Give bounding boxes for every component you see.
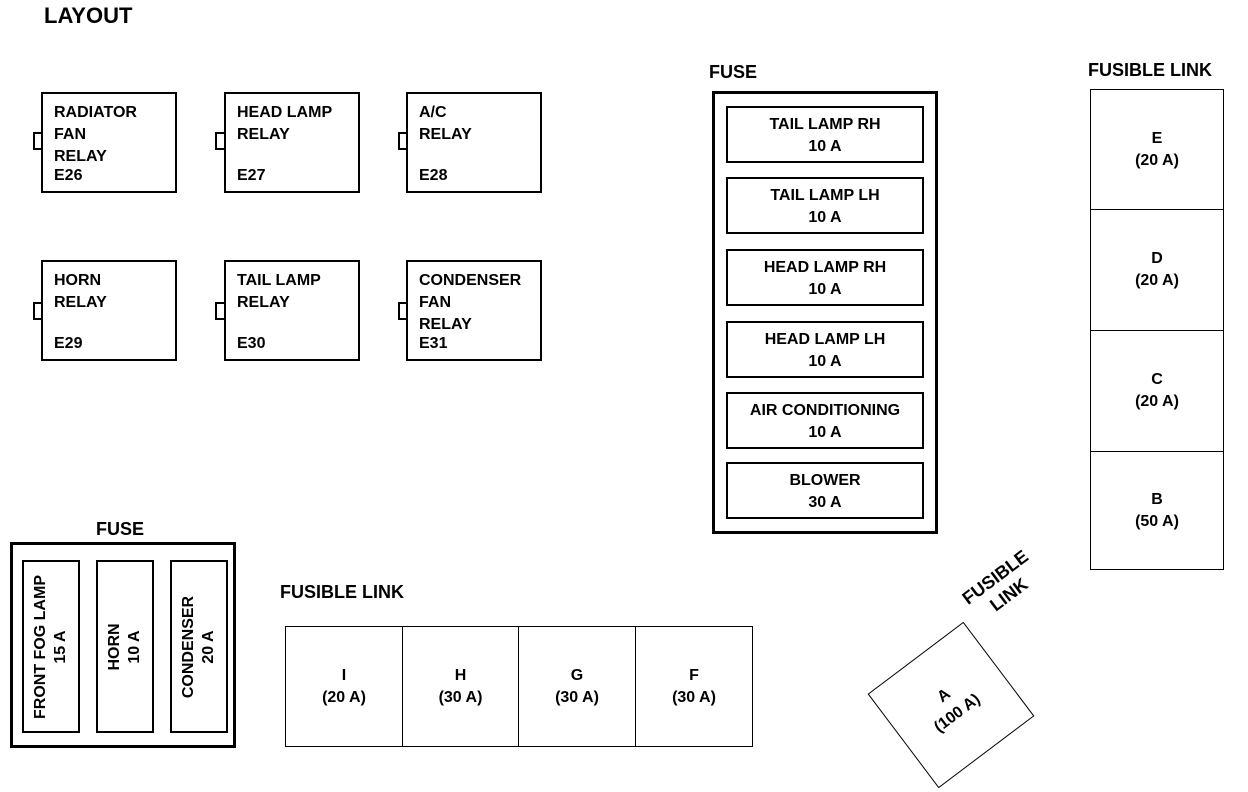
fuse-panel-label: FUSE bbox=[709, 62, 758, 82]
fusible-link-b: B (50 A) bbox=[1090, 451, 1224, 570]
link-rating: (30 A) bbox=[555, 688, 599, 706]
fuse-rating: 10 A bbox=[808, 138, 842, 155]
fuse-name: HEAD LAMP RH bbox=[763, 259, 887, 276]
fuse-tail-lamp-rh: TAIL LAMP RH 10 A bbox=[726, 106, 924, 163]
fuse-panel bbox=[712, 91, 938, 534]
link-rating: (20 A) bbox=[1135, 151, 1179, 169]
link-id: F bbox=[689, 666, 699, 684]
fuse-name: BLOWER bbox=[789, 472, 861, 489]
fuse-name: TAIL LAMP RH bbox=[769, 116, 881, 133]
relay-e26: RADIATOR FAN RELAY E26 bbox=[41, 92, 177, 193]
fusible-link-f: F (30 A) bbox=[635, 626, 753, 747]
link-rating: (20 A) bbox=[322, 688, 366, 706]
relay-code: E31 bbox=[419, 335, 448, 352]
relay-e30: TAIL LAMP RELAY E30 bbox=[224, 260, 360, 361]
fuse-air-conditioning: AIR CONDITIONING 10 A bbox=[726, 392, 924, 449]
relay-connector-tab bbox=[33, 302, 42, 320]
fusible-link-bottom-label: FUSIBLE LINK bbox=[280, 582, 404, 602]
fuse-rating: 10 A bbox=[808, 424, 842, 441]
fuse-name: FRONT FOG LAMP bbox=[32, 574, 49, 719]
link-rating: (30 A) bbox=[672, 688, 716, 706]
relay-name: HEAD LAMP RELAY bbox=[237, 104, 333, 143]
link-id: H bbox=[454, 666, 467, 684]
relay-e29: HORN RELAY E29 bbox=[41, 260, 177, 361]
fusible-link-d: D (20 A) bbox=[1090, 209, 1224, 331]
relay-name: TAIL LAMP RELAY bbox=[237, 272, 321, 311]
fuse-rating: 10 A bbox=[808, 281, 842, 298]
relay-code: E27 bbox=[237, 167, 266, 184]
fuse-name: CONDENSER bbox=[180, 595, 197, 698]
fuse-front-fog-lamp: FRONT FOG LAMP 15 A bbox=[22, 560, 80, 733]
link-id: E bbox=[1151, 129, 1163, 147]
link-rating: (20 A) bbox=[1135, 272, 1179, 289]
relay-connector-tab bbox=[398, 132, 407, 150]
relay-code: E26 bbox=[54, 167, 83, 184]
fuse-rating: 30 A bbox=[808, 494, 842, 511]
fusible-link-g: G (30 A) bbox=[518, 626, 636, 747]
fuse-name: HEAD LAMP LH bbox=[764, 331, 886, 348]
fuse-name: TAIL LAMP LH bbox=[770, 187, 880, 204]
relay-connector-tab bbox=[398, 302, 407, 320]
fuse-head-lamp-lh: HEAD LAMP LH 10 A bbox=[726, 321, 924, 378]
fusible-link-c: C (20 A) bbox=[1090, 330, 1224, 452]
fuse-name: HORN bbox=[106, 622, 123, 671]
relay-name: HORN RELAY bbox=[54, 272, 107, 311]
fuse-condenser: CONDENSER 20 A bbox=[170, 560, 228, 733]
fuse-rating: 20 A bbox=[200, 629, 217, 664]
fusible-link-a: A (100 A) bbox=[867, 621, 1035, 789]
link-rating: (50 A) bbox=[1135, 512, 1179, 530]
link-id: C bbox=[1151, 371, 1163, 388]
fuse-rating: 15 A bbox=[52, 629, 69, 664]
fusible-link-main-label: FUSIBLE LINK bbox=[958, 545, 1046, 626]
relay-connector-tab bbox=[215, 302, 224, 320]
fuse-tail-lamp-lh: TAIL LAMP LH 10 A bbox=[726, 177, 924, 234]
relay-name: CONDENSER FAN RELAY bbox=[419, 272, 522, 333]
relay-e28: A/C RELAY E28 bbox=[406, 92, 542, 193]
relay-connector-tab bbox=[215, 132, 224, 150]
link-id: G bbox=[570, 666, 584, 684]
fusible-link-right-label: FUSIBLE LINK bbox=[1088, 60, 1212, 80]
relay-code: E30 bbox=[237, 335, 266, 352]
fuse-head-lamp-rh: HEAD LAMP RH 10 A bbox=[726, 249, 924, 306]
link-id: B bbox=[1151, 490, 1163, 508]
relay-code: E29 bbox=[54, 335, 83, 352]
link-id: I bbox=[341, 666, 347, 684]
fuse-small-label: FUSE bbox=[96, 519, 145, 539]
relay-e27: HEAD LAMP RELAY E27 bbox=[224, 92, 360, 193]
link-id: D bbox=[1151, 250, 1163, 267]
fuse-rating: 10 A bbox=[808, 353, 842, 370]
fuse-rating: 10 A bbox=[808, 209, 842, 226]
relay-name: RADIATOR FAN RELAY bbox=[54, 104, 137, 165]
link-rating: (20 A) bbox=[1135, 393, 1179, 410]
fusible-link-h: H (30 A) bbox=[402, 626, 519, 747]
fusible-link-e: E (20 A) bbox=[1090, 89, 1224, 210]
relay-name: A/C RELAY bbox=[419, 104, 472, 143]
relay-connector-tab bbox=[33, 132, 42, 150]
page-title: LAYOUT bbox=[44, 3, 133, 28]
fusible-link-i: I (20 A) bbox=[285, 626, 403, 747]
fuse-rating: 10 A bbox=[126, 629, 143, 664]
fuse-name: AIR CONDITIONING bbox=[749, 402, 901, 419]
relay-code: E28 bbox=[419, 167, 448, 184]
fuse-horn: HORN 10 A bbox=[96, 560, 154, 733]
link-rating: (30 A) bbox=[438, 688, 483, 706]
fuse-blower: BLOWER 30 A bbox=[726, 462, 924, 519]
relay-e31: CONDENSER FAN RELAY E31 bbox=[406, 260, 542, 361]
